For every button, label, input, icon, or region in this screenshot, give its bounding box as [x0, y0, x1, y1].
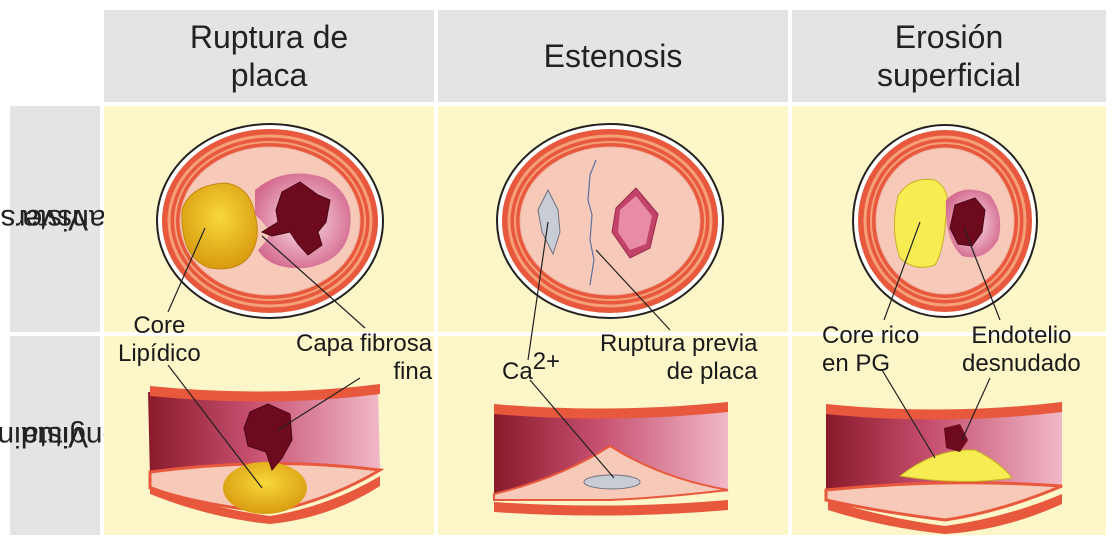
label-core-pg-line2: en PG	[822, 350, 890, 377]
label-endotelio: Endotelio desnudado	[962, 322, 1081, 378]
label-calcium-base: Ca	[502, 358, 533, 385]
label-core-lipidico-line1: Core	[133, 312, 185, 339]
label-endotelio-line1: Endotelio	[971, 322, 1071, 349]
label-ruptura-previa: Ruptura previa de placa	[600, 330, 757, 386]
vessel-longitudinal-erosion	[826, 402, 1062, 534]
label-core-lipidico-line2: Lipídico	[118, 340, 201, 367]
label-ruptura-previa-line1: Ruptura previa	[600, 330, 757, 357]
label-capa-fibrosa-line2: fina	[393, 358, 432, 385]
label-core-lipidico: Core Lipídico	[118, 312, 201, 368]
label-calcium-sup: 2+	[533, 348, 560, 375]
vessel-cross-section-estenosis	[497, 124, 723, 318]
label-core-pg-line1: Core rico	[822, 322, 919, 349]
vessel-cross-section-ruptura	[157, 124, 383, 318]
label-capa-fibrosa: Capa fibrosa fina	[296, 330, 432, 386]
vessel-cross-section-erosion	[853, 125, 1037, 317]
label-capa-fibrosa-line1: Capa fibrosa	[296, 330, 432, 357]
vessel-longitudinal-ruptura	[148, 384, 380, 524]
label-ruptura-previa-line2: de placa	[667, 358, 758, 385]
label-calcium: Ca2+	[502, 358, 560, 386]
label-endotelio-line2: desnudado	[962, 350, 1081, 377]
vessel-longitudinal-estenosis	[494, 402, 728, 516]
label-core-pg: Core rico en PG	[822, 322, 919, 378]
